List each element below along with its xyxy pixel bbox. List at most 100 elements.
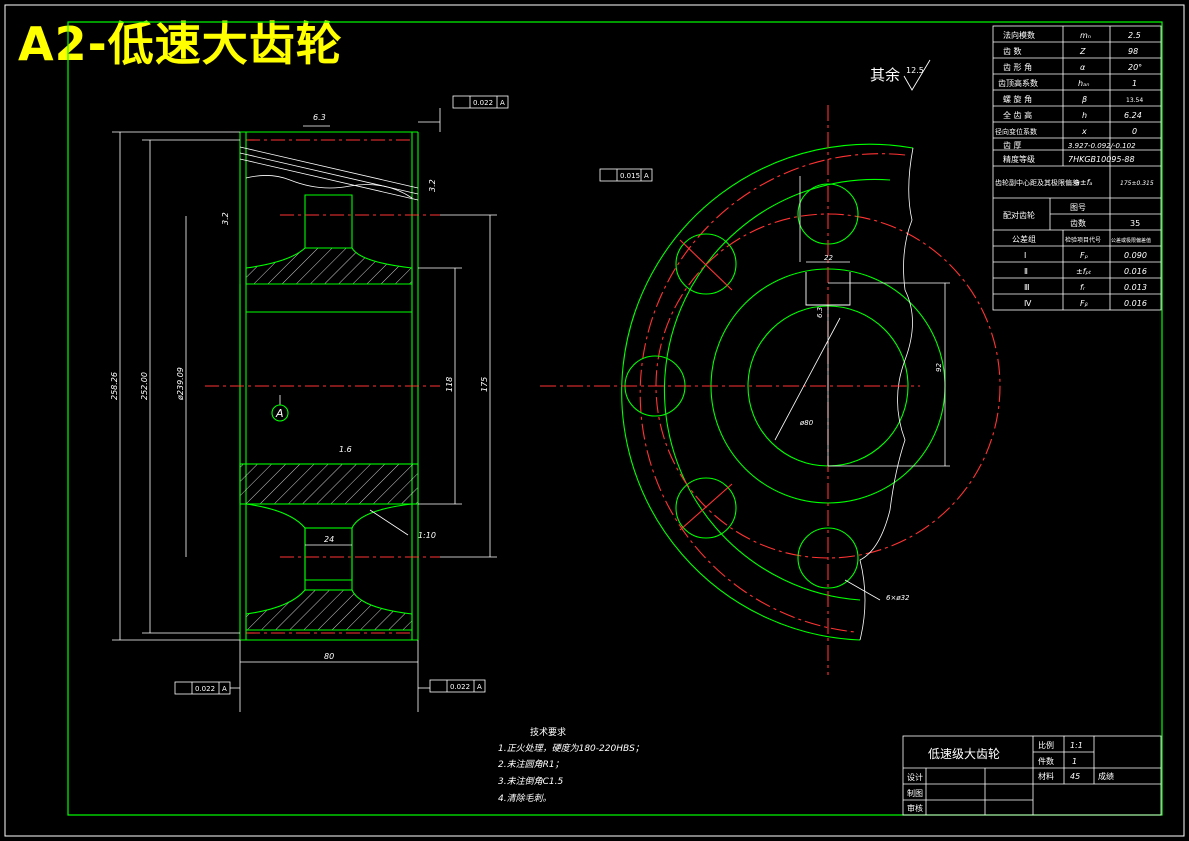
material-note: 成绩 — [1098, 771, 1114, 781]
count-value: 1 — [1072, 757, 1077, 766]
tol-group-2: Ⅲ — [1024, 283, 1030, 292]
param-name-5: 全 齿 高 — [1003, 110, 1032, 120]
design-label: 设计 — [907, 772, 923, 782]
tol-symbol-1: ±fₚₜ — [1076, 267, 1092, 276]
tol-group-0: Ⅰ — [1024, 251, 1026, 260]
param-name-3: 齿顶高系数 — [998, 78, 1038, 88]
tech-req-line-2: 2.未注圆角R1； — [498, 759, 564, 770]
inner-frame — [67, 21, 1163, 816]
param-name-1: 齿 数 — [1003, 46, 1022, 56]
param-value-1: 98 — [1128, 47, 1138, 56]
tol-value-0: 0.090 — [1124, 251, 1147, 260]
param-name-4: 螺 旋 角 — [1003, 94, 1032, 104]
runout-top: 0.022 — [473, 99, 493, 107]
param-symbol-9: a±fₐ — [1075, 178, 1093, 187]
param-symbol-3: hₐₙ — [1078, 79, 1089, 88]
param-value-4: 13.54 — [1126, 97, 1143, 104]
param-name-0: 法向模数 — [1003, 30, 1035, 40]
dim-holes: 6×ø32 — [886, 594, 910, 602]
param-name-2: 齿 形 角 — [1003, 62, 1032, 72]
param-name-9: 齿轮副中心距及其极限偏差 — [995, 178, 1079, 187]
tol-group-1: Ⅱ — [1024, 267, 1028, 276]
rough-a: 6.3 — [313, 113, 326, 122]
tech-req-line-3: 3.未注倒角C1.5 — [498, 776, 563, 787]
check-label: 审核 — [907, 803, 923, 813]
param-symbol-2: α — [1080, 63, 1086, 72]
radial-tol: 0.015 — [620, 172, 640, 180]
count-label: 件数 — [1038, 756, 1054, 766]
dim-ratio: 1:10 — [418, 531, 436, 540]
runout-right: 0.022 — [450, 683, 470, 691]
param-value-7: 3.927-0.092/-0.102 — [1068, 142, 1136, 150]
mating-teeth-label: 齿数 — [1070, 218, 1086, 228]
param-value-2: 20° — [1128, 63, 1142, 72]
runout-left: 0.022 — [195, 685, 215, 693]
tol-header-value: 公差或极限偏差值 — [1111, 237, 1151, 244]
dim-bore-height: 92 — [935, 363, 943, 372]
dim-root: 252.00 — [140, 372, 149, 400]
dim-keyway-h: 6.3 — [816, 307, 824, 318]
param-name-6: 径向变位系数 — [995, 127, 1037, 136]
outer-border — [4, 4, 1185, 837]
tech-requirements: 技术要求 1.正火处理，硬度为180-220HBS； 2.未注圆角R1； 3.未… — [498, 726, 644, 804]
dim-hub: 24 — [324, 535, 334, 544]
mating-label: 配对齿轮 — [1003, 210, 1035, 220]
tol-group-3: Ⅳ — [1024, 299, 1032, 308]
part-name: 低速级大齿轮 — [928, 747, 1000, 761]
title-block — [902, 735, 1162, 816]
param-value-6: 0 — [1132, 127, 1137, 136]
draw-label: 制图 — [907, 788, 923, 798]
dim-width: 80 — [324, 652, 334, 661]
scale-value: 1:1 — [1070, 741, 1083, 750]
datum-top: A — [500, 99, 505, 107]
side-section-view — [112, 108, 497, 712]
roughness-label: 其余 — [870, 66, 900, 84]
dim-inner: 118 — [445, 377, 454, 392]
datum-radial: A — [644, 172, 649, 180]
tol-symbol-3: Fᵦ — [1080, 299, 1089, 308]
drawing-title: A2-低速大齿轮 — [18, 17, 343, 71]
roughness-value: 12.5 — [906, 66, 924, 75]
param-symbol-4: β — [1081, 95, 1087, 104]
param-value-0: 2.5 — [1128, 31, 1141, 40]
param-name-8: 精度等级 — [1003, 154, 1035, 164]
tol-value-2: 0.013 — [1124, 283, 1147, 292]
dim-od: 258.26 — [110, 372, 119, 400]
tech-req-line-4: 4.清除毛刺。 — [498, 793, 552, 804]
dim-face: 175 — [480, 377, 489, 392]
rough-d: 1.6 — [339, 445, 352, 454]
rough-b: 3.2 — [428, 179, 437, 192]
dim-bore: ø80 — [799, 419, 814, 427]
datum-left: A — [222, 685, 227, 693]
param-symbol-1: Z — [1079, 47, 1086, 56]
scale-label: 比例 — [1038, 740, 1054, 750]
tol-symbol-0: Fₚ — [1080, 251, 1089, 260]
tol-symbol-2: fᵣ — [1080, 283, 1086, 292]
tol-value-3: 0.016 — [1124, 299, 1147, 308]
param-symbol-0: mₙ — [1080, 31, 1091, 40]
param-symbol-5: h — [1082, 111, 1087, 120]
front-view — [540, 105, 1001, 675]
param-name-7: 齿 厚 — [1003, 141, 1022, 150]
datum-symbol: A — [275, 407, 284, 420]
material-value: 45 — [1070, 772, 1080, 781]
tol-header-item: 检验项目代号 — [1065, 236, 1101, 244]
dim-hub-pcd: ø239.09 — [176, 367, 185, 401]
mating-fig-label: 图号 — [1070, 203, 1086, 212]
tol-header-group: 公差组 — [1012, 234, 1036, 244]
param-value-8: 7HKGB10095-88 — [1068, 155, 1135, 164]
tol-value-1: 0.016 — [1124, 267, 1147, 276]
param-value-9: 175±0.315 — [1120, 180, 1154, 187]
datum-right: A — [477, 683, 482, 691]
param-symbol-6: x — [1081, 127, 1087, 136]
param-value-5: 6.24 — [1124, 111, 1142, 120]
mating-teeth: 35 — [1130, 219, 1140, 228]
tech-req-title: 技术要求 — [530, 726, 566, 738]
parameter-table — [992, 25, 1162, 311]
dim-keyway: 22 — [824, 254, 833, 262]
tech-req-line-1: 1.正火处理，硬度为180-220HBS； — [498, 743, 644, 754]
param-value-3: 1 — [1132, 79, 1137, 88]
material-label: 材料 — [1038, 771, 1054, 781]
rough-c: 3.2 — [221, 212, 230, 225]
